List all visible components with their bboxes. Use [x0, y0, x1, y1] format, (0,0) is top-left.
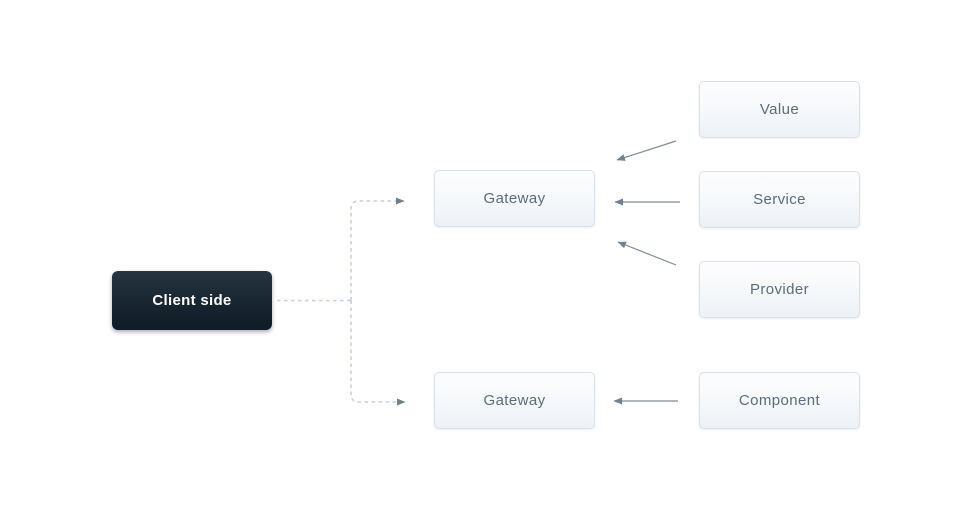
node-gateway-bottom: Gateway [434, 372, 595, 429]
node-service-label: Service [753, 191, 806, 208]
node-provider: Provider [699, 261, 860, 318]
edge-value-gateway-top [616, 140, 677, 161]
node-client-side: Client side [112, 271, 272, 330]
node-component-label: Component [738, 392, 821, 409]
node-client-side-label: Client side [152, 292, 232, 309]
node-gateway-top: Gateway [434, 170, 595, 227]
node-value-label: Value [759, 101, 800, 118]
node-provider-label: Provider [749, 281, 810, 298]
node-service: Service [699, 171, 860, 228]
edge-client-gateway-bottom [350, 300, 406, 406]
node-gateway-bottom-label: Gateway [483, 392, 546, 409]
node-value: Value [699, 81, 860, 138]
node-component: Component [699, 372, 860, 429]
edge-provider-gateway-top [617, 241, 677, 266]
node-gateway-top-label: Gateway [483, 190, 546, 207]
edge-client-gateway-top [350, 197, 405, 301]
